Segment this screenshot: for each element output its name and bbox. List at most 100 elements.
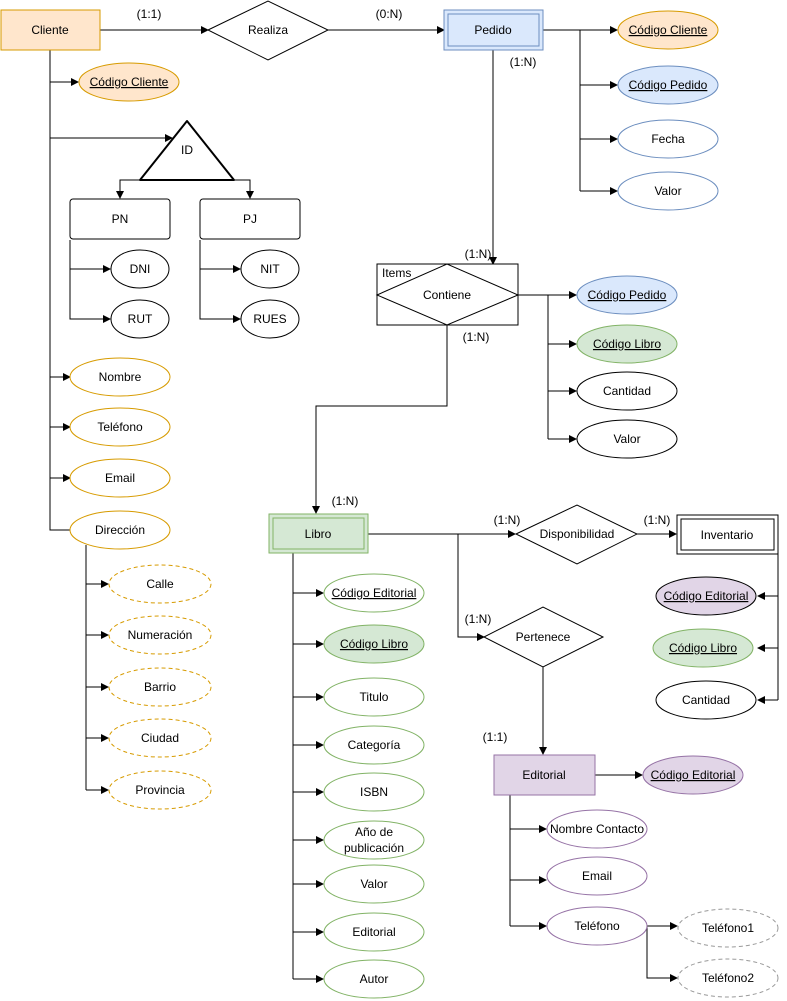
edge-telefono-2 [646, 926, 678, 982]
attr-libro-anio-label-2: publicación [344, 841, 404, 855]
rel-realiza-label: Realiza [248, 23, 288, 37]
attr-provincia-label: Provincia [135, 783, 185, 797]
attr-calle-label: Calle [146, 577, 174, 591]
attr-items-cantidad-label: Cantidad [603, 384, 651, 398]
edge-pedido-trunk [543, 29, 581, 191]
rel-contiene-label: Contiene [423, 288, 471, 302]
attr-pedido-codigo-cliente: Código Cliente [617, 10, 719, 50]
attr-inv-codigo-editorial-label: Código Editorial [664, 589, 749, 603]
edge-cliente-trunk [49, 50, 70, 531]
attr-pedido-codigo-pedido-label: Código Pedido [629, 78, 708, 92]
entity-inventario: Inventario [676, 514, 779, 555]
attr-direccion: Dirección [69, 510, 171, 550]
edge-libro-pertenece [457, 534, 485, 641]
attr-rues-label: RUES [253, 312, 286, 326]
attr-items-valor-label: Valor [613, 432, 640, 446]
attr-libro-titulo-label: Titulo [360, 690, 389, 704]
edge-items-trunk [518, 294, 549, 439]
edge-pn-rut [69, 269, 111, 323]
attr-pedido-valor: Valor [617, 171, 719, 211]
card-cliente-realiza: (1:1) [137, 7, 162, 21]
card-editorial-top: (1:1) [483, 730, 508, 744]
cardinalities: (1:1) (0:N) (1:N) (1:N) (1:N) (1:N) (1:N… [137, 7, 671, 744]
attr-inv-codigo-editorial: Código Editorial [655, 576, 757, 616]
attr-libro-codigo-libro-label: Código Libro [340, 637, 408, 651]
entity-pedido: Pedido [443, 9, 544, 51]
entity-pn-label: PN [112, 212, 129, 226]
attr-direccion-label: Dirección [95, 523, 145, 537]
attr-numeracion: Numeración [108, 615, 212, 655]
connectors [49, 26, 779, 983]
entity-items: Items Contiene [375, 263, 520, 326]
attr-libro-editorial-label: Editorial [352, 925, 395, 939]
attr-libro-autor: Autor [323, 959, 425, 999]
attr-barrio: Barrio [108, 667, 212, 707]
rel-realiza: Realiza [206, 0, 330, 61]
entity-pj-label: PJ [243, 212, 257, 226]
attr-libro-anio: Año de publicación [323, 820, 425, 860]
card-contiene-bottom: (1:N) [463, 330, 490, 344]
entity-pj: PJ [199, 198, 301, 240]
attr-items-codigo-libro-label: Código Libro [593, 337, 661, 351]
attr-ed-telefono1-label: Teléfono1 [702, 921, 754, 935]
rel-pertenece-label: Pertenece [516, 630, 571, 644]
edge-pn-dni [69, 240, 111, 273]
entity-inventario-label: Inventario [701, 528, 754, 542]
attr-rut: RUT [110, 299, 170, 339]
attr-ed-nombre-contacto: Nombre Contacto [546, 809, 648, 849]
attr-libro-categoria: Categoría [323, 725, 425, 765]
attr-pedido-fecha-label: Fecha [651, 132, 685, 146]
attr-rut-label: RUT [128, 312, 153, 326]
card-pedido-down: (1:N) [510, 55, 537, 69]
attr-email-label: Email [105, 471, 135, 485]
attr-inv-cantidad-label: Cantidad [682, 693, 730, 707]
attr-ciudad-label: Ciudad [141, 731, 179, 745]
entity-libro: Libro [268, 513, 369, 554]
card-contiene-top: (1:N) [465, 247, 492, 261]
entity-items-label: Items [382, 266, 411, 280]
attr-ed-email-label: Email [582, 869, 612, 883]
attr-provincia: Provincia [108, 770, 212, 810]
attr-libro-titulo: Titulo [323, 677, 425, 717]
attr-dni: DNI [110, 249, 170, 289]
attr-pedido-valor-label: Valor [654, 184, 681, 198]
attr-nombre: Nombre [69, 357, 171, 397]
entity-libro-label: Libro [305, 527, 332, 541]
card-libro-disponibilidad: (1:N) [494, 513, 521, 527]
edge-pj-nit [199, 240, 241, 273]
attr-libro-editorial: Editorial [323, 912, 425, 952]
card-disponibilidad-inventario: (1:N) [644, 513, 671, 527]
edge-pj-rues [199, 269, 241, 323]
attr-items-valor: Valor [576, 419, 678, 459]
rel-id-label: ID [181, 143, 193, 157]
attr-dni-label: DNI [130, 262, 151, 276]
attr-ed-codigo-editorial: Código Editorial [642, 755, 744, 795]
attr-inv-codigo-libro: Código Libro [652, 628, 754, 668]
attr-ed-telefono2-label: Teléfono2 [702, 971, 754, 985]
attr-libro-codigo-editorial: Código Editorial [323, 573, 425, 613]
attr-libro-codigo-editorial-label: Código Editorial [332, 586, 417, 600]
attr-nombre-label: Nombre [99, 370, 142, 384]
attr-rues: RUES [240, 299, 300, 339]
card-libro-pertenece: (1:N) [465, 612, 492, 626]
attr-telefono-label: Teléfono [97, 420, 143, 434]
attr-ed-codigo-editorial-label: Código Editorial [651, 768, 736, 782]
edge-id-pn [116, 179, 155, 199]
attr-nit: NIT [240, 249, 300, 289]
attr-libro-autor-label: Autor [360, 972, 389, 986]
attr-libro-valor: Valor [323, 864, 425, 904]
attr-items-cantidad: Cantidad [576, 371, 678, 411]
edge-items-libro [312, 325, 448, 514]
entity-cliente: Cliente [0, 9, 101, 51]
attr-ed-email: Email [546, 856, 648, 896]
attr-pedido-codigo-cliente-label: Código Cliente [629, 23, 708, 37]
attr-numeracion-label: Numeración [128, 628, 193, 642]
attr-ed-telefono: Teléfono [546, 906, 648, 946]
attr-items-codigo-pedido: Código Pedido [576, 275, 678, 315]
entity-cliente-label: Cliente [31, 23, 69, 37]
attr-cliente-codigo: Código Cliente [78, 62, 180, 102]
entity-pedido-label: Pedido [474, 23, 512, 37]
edge-id-pj [225, 179, 254, 199]
attr-ciudad: Ciudad [108, 718, 212, 758]
